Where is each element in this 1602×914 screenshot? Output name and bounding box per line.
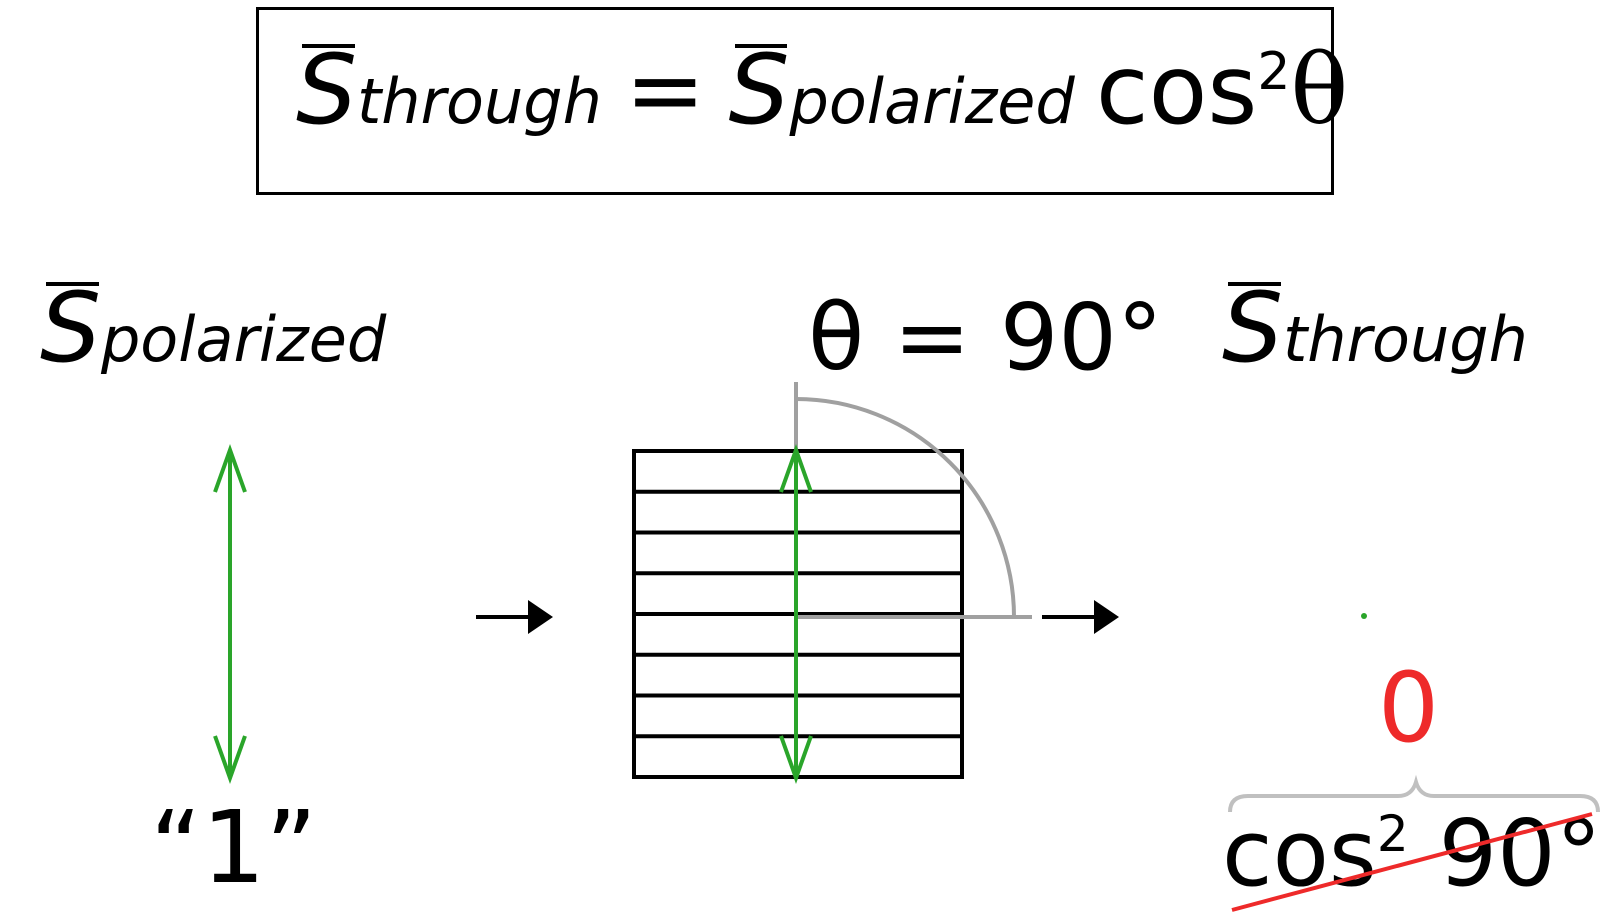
s-bar-symbol: S bbox=[1222, 272, 1283, 384]
cos-text: cos bbox=[1222, 800, 1377, 907]
s-bar-symbol: S bbox=[728, 34, 790, 146]
propagation-arrow-in bbox=[476, 600, 553, 634]
through-subscript: through bbox=[1282, 303, 1528, 376]
s-bar-symbol: S bbox=[296, 34, 357, 146]
polarized-subscript: polarized bbox=[789, 65, 1075, 138]
angle-label: θ = 90° bbox=[808, 284, 1163, 391]
propagation-arrow-out bbox=[1042, 600, 1119, 634]
polarized-subscript: polarized bbox=[100, 303, 387, 376]
formula-box bbox=[256, 7, 1334, 195]
amplitude-label: “1” bbox=[150, 789, 318, 906]
power-superscript: 2 bbox=[1376, 805, 1409, 863]
malus-law-formula: Sthrough = Spolarized cos2θ bbox=[296, 42, 1348, 138]
equals-sign: = bbox=[625, 34, 706, 146]
strike-line bbox=[1231, 812, 1593, 912]
incident-label: Spolarized bbox=[40, 280, 386, 376]
cos-text: cos bbox=[1095, 34, 1258, 146]
theta-symbol: θ bbox=[1290, 34, 1349, 146]
incident-field-arrow bbox=[213, 444, 247, 784]
transmitted-label: Sthrough bbox=[1222, 280, 1528, 376]
angle-value: 90° bbox=[1438, 800, 1602, 907]
polarizer-field-arrow bbox=[779, 444, 813, 784]
transmitted-field-dot bbox=[1361, 613, 1367, 619]
power-superscript: 2 bbox=[1257, 42, 1291, 102]
s-bar-symbol: S bbox=[40, 272, 101, 384]
angle-arc bbox=[794, 382, 1032, 619]
result-value: 0 bbox=[1378, 652, 1440, 764]
underbrace bbox=[1228, 774, 1600, 813]
through-subscript: through bbox=[356, 65, 602, 138]
